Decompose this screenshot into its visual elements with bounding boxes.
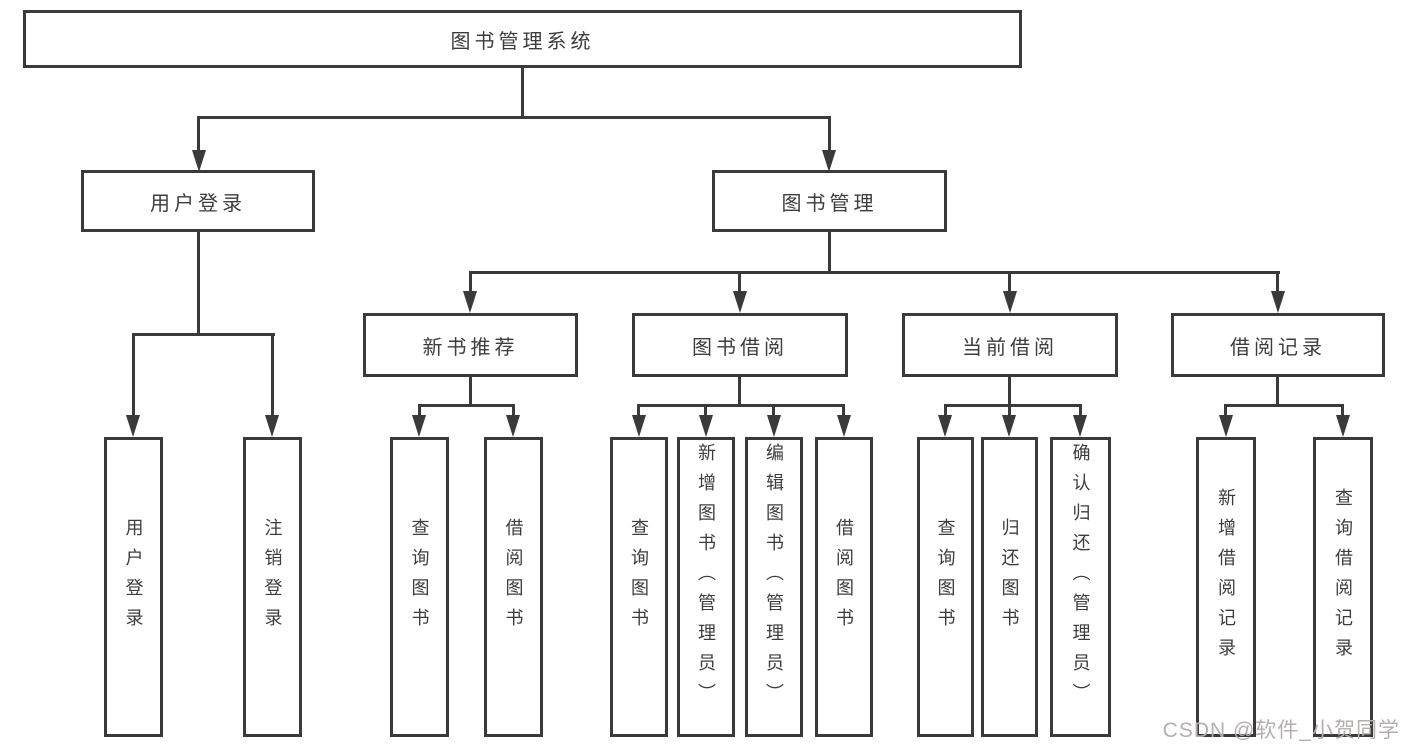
csdn-watermark: CSDN @软件_小贺同学 (1162, 719, 1400, 742)
connector-line (512, 404, 515, 418)
arrowhead-down-icon (632, 415, 646, 437)
arrowhead-down-icon (506, 415, 520, 437)
connector-line (197, 116, 200, 152)
node-book-management: 图书管理 (712, 170, 947, 232)
connector-line (132, 333, 135, 418)
connector-line (418, 404, 421, 418)
arrowhead-down-icon (1003, 291, 1017, 313)
connector-line (828, 232, 831, 274)
connector-line (944, 404, 947, 418)
connector-line (944, 404, 1082, 407)
arrowhead-down-icon (767, 415, 781, 437)
connector-line (197, 116, 831, 119)
connector-line (1276, 271, 1279, 297)
leaf-current-return-books: 归还图书 (981, 437, 1038, 737)
node-borrowing-records: 借阅记录 (1171, 313, 1385, 377)
connector-line (842, 404, 845, 418)
arrowhead-down-icon (265, 415, 279, 437)
arrowhead-down-icon (699, 415, 713, 437)
arrowhead-down-icon (192, 150, 206, 172)
connector-line (197, 232, 200, 334)
connector-line (828, 116, 831, 152)
arrowhead-down-icon (463, 291, 477, 313)
connector-line (637, 404, 845, 407)
arrowhead-down-icon (1002, 415, 1016, 437)
connector-line (1008, 404, 1011, 418)
leaf-record-add: 新增借阅记录 (1196, 437, 1256, 737)
leaf-borrow-edit-books-admin: 编辑图书（管理员） (745, 437, 803, 737)
arrowhead-down-icon (412, 415, 426, 437)
connector-line (1008, 377, 1011, 406)
leaf-borrow-query-books: 查询图书 (610, 437, 668, 737)
arrowhead-down-icon (822, 150, 836, 172)
connector-line (469, 377, 472, 406)
node-root: 图书管理系统 (23, 10, 1022, 68)
leaf-logout: 注销登录 (243, 437, 302, 737)
arrowhead-down-icon (1219, 415, 1233, 437)
arrowhead-down-icon (733, 291, 747, 313)
leaf-newbook-borrow-books: 借阅图书 (484, 437, 543, 737)
connector-line (704, 404, 707, 418)
connector-line (271, 333, 274, 418)
node-current-borrowing: 当前借阅 (902, 313, 1118, 377)
leaf-current-query-books: 查询图书 (917, 437, 974, 737)
arrowhead-down-icon (1336, 415, 1350, 437)
leaf-user-login: 用户登录 (104, 437, 163, 737)
leaf-newbook-query-books: 查询图书 (390, 437, 449, 737)
connector-line (738, 377, 741, 406)
connector-line (1008, 271, 1011, 297)
arrowhead-down-icon (1073, 415, 1087, 437)
connector-line (1276, 377, 1279, 406)
leaf-borrow-add-books-admin: 新增图书（管理员） (677, 437, 735, 737)
arrowhead-down-icon (938, 415, 952, 437)
connector-line (418, 404, 515, 407)
connector-line (521, 68, 524, 118)
connector-line (469, 271, 472, 297)
connector-line (637, 404, 640, 418)
connector-line (1341, 404, 1344, 418)
arrowhead-down-icon (1271, 291, 1285, 313)
connector-line (1224, 404, 1227, 418)
arrowhead-down-icon (837, 415, 851, 437)
connector-line (738, 271, 741, 297)
leaf-borrow-borrow-books: 借阅图书 (815, 437, 873, 737)
leaf-current-confirm-return-admin: 确认归还（管理员） (1050, 437, 1111, 737)
connector-line (469, 271, 1280, 274)
arrowhead-down-icon (126, 415, 140, 437)
connector-line (1079, 404, 1082, 418)
connector-line (132, 333, 275, 336)
connector-line (772, 404, 775, 418)
node-new-book-recommend: 新书推荐 (363, 313, 578, 377)
leaf-record-query: 查询借阅记录 (1313, 437, 1373, 737)
node-book-borrowing: 图书借阅 (632, 313, 848, 377)
node-user-login: 用户登录 (81, 170, 315, 232)
connector-line (1224, 404, 1344, 407)
